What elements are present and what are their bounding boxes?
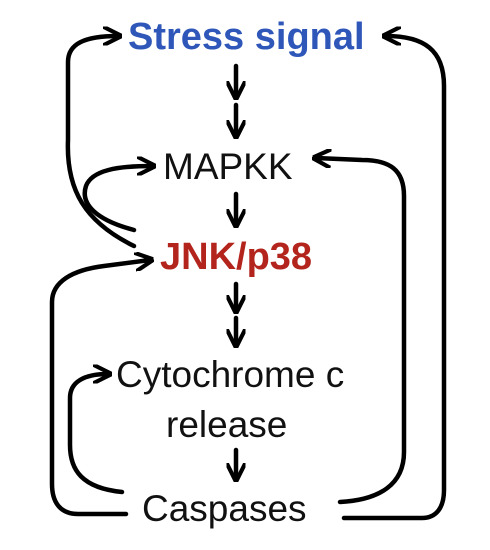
mapkk-node: MAPKK [163, 146, 293, 187]
feedback-caspases-to-stress [341, 36, 447, 521]
feedback-caspases-to-cytochrome [67, 374, 125, 495]
feedback-caspases-to-jnk [49, 260, 150, 517]
stress-signal-node: Stress signal [128, 16, 365, 58]
feedback-caspases-to-mapkk [316, 158, 407, 505]
jnk-p38-node: JNK/p38 [160, 236, 313, 278]
feedback-jnk-to-stress [65, 36, 137, 249]
feedback-jnk-to-mapkk [82, 166, 152, 233]
cytochrome-release-label: release [166, 404, 288, 445]
cytochrome-c-node: Cytochrome c [116, 354, 345, 395]
caspases-node: Caspases [142, 488, 307, 529]
